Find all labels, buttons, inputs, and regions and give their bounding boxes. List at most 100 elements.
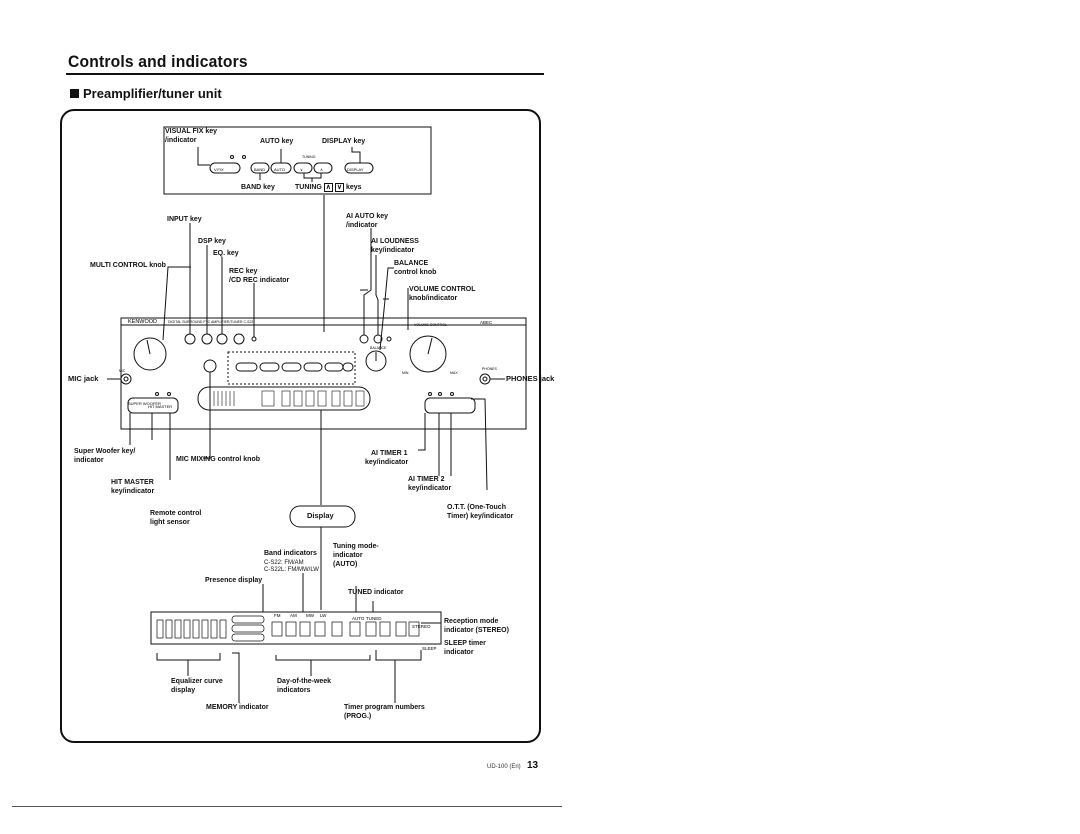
ai-auto-label: AI AUTO key bbox=[346, 213, 389, 220]
top-inset-box bbox=[163, 126, 432, 195]
mic-jack-label: MIC jack bbox=[68, 374, 99, 383]
mic-mixing-knob bbox=[203, 359, 217, 373]
display-bubble-label: Display bbox=[307, 511, 334, 520]
reception-label: Reception mode bbox=[444, 618, 499, 625]
display-button bbox=[344, 162, 374, 174]
balance-knob bbox=[365, 350, 387, 372]
tuning-up-icon: ∧ bbox=[323, 183, 333, 192]
ai-auto-sub: /indicator bbox=[346, 222, 378, 229]
super-woofer-label: Super Woofer key/ bbox=[74, 448, 136, 455]
phones-jack bbox=[479, 373, 491, 385]
svg-text:V.FIX: V.FIX bbox=[214, 167, 224, 172]
svg-text:ABEC: ABEC bbox=[480, 320, 493, 325]
svg-text:SUPER WOOFER: SUPER WOOFER bbox=[128, 401, 161, 406]
hit-master-label: HIT MASTER bbox=[111, 479, 154, 486]
svg-text:TUNED: TUNED bbox=[366, 616, 382, 621]
cd-rec-label: /CD REC indicator bbox=[229, 277, 290, 284]
visual-fix-sub: /indicator bbox=[165, 137, 197, 144]
tuning-mode-sub: indicator bbox=[333, 552, 363, 559]
svg-text:∨: ∨ bbox=[300, 167, 303, 172]
balance-label: BALANCE bbox=[394, 260, 429, 267]
svg-text:AUTO: AUTO bbox=[352, 616, 365, 621]
volume-knob bbox=[409, 335, 447, 373]
section-heading-text: Preamplifier/tuner unit bbox=[83, 86, 222, 101]
timer-prog-label: Timer program numbers bbox=[344, 704, 425, 711]
diagram-frame bbox=[60, 109, 541, 743]
hit-master-sub: key/indicator bbox=[111, 488, 155, 495]
sleep-sub: indicator bbox=[444, 649, 474, 656]
dsp-key-label: DSP key bbox=[198, 238, 226, 245]
svg-text:PHONES: PHONES bbox=[482, 367, 497, 371]
band-c522-label: C-S22: FM/AM bbox=[264, 560, 304, 566]
tuning-area bbox=[227, 351, 356, 385]
eq-key-label: EQ. key bbox=[213, 250, 239, 257]
ai-timer1-sub: key/indicator bbox=[365, 459, 409, 466]
ai-loudness-sub: key/indicator bbox=[371, 247, 415, 254]
memory-label: MEMORY indicator bbox=[206, 704, 269, 711]
svg-text:STEREO: STEREO bbox=[412, 624, 431, 629]
eq-curve-label: Equalizer curve bbox=[171, 678, 223, 685]
tuning-mode-auto: (AUTO) bbox=[333, 561, 358, 568]
band-c522l-label: C-S22L: FM/MW/LW bbox=[264, 567, 319, 573]
brand-text: KENWOOD bbox=[128, 319, 157, 325]
band-indicators-label: Band indicators bbox=[264, 550, 317, 557]
input-key-label: INPUT key bbox=[167, 216, 202, 223]
vfix-button bbox=[209, 162, 241, 174]
svg-text:AM: AM bbox=[290, 613, 297, 618]
svg-text:DIGITAL SURROUND FTC AMPLIFIER: DIGITAL SURROUND FTC AMPLIFIER/TUNER C-S… bbox=[168, 320, 253, 324]
tuning-keys-label: TUNING ∧ ∨ keys bbox=[295, 183, 362, 192]
super-woofer-sub: indicator bbox=[74, 457, 104, 464]
visual-fix-label: VISUAL FIX key bbox=[165, 128, 218, 135]
multi-control-knob bbox=[133, 337, 167, 371]
tuning-down-button bbox=[293, 162, 313, 174]
input-button bbox=[184, 333, 196, 345]
title-rule bbox=[66, 73, 544, 75]
ott-label: O.T.T. (One-Touch bbox=[447, 504, 506, 511]
ai-timer2-sub: key/indicator bbox=[408, 485, 452, 492]
display-panel bbox=[150, 611, 442, 645]
remote-sensor-sub: light sensor bbox=[150, 519, 190, 526]
volume-label: VOLUME CONTROL bbox=[409, 286, 476, 293]
unit-body bbox=[120, 317, 527, 430]
sleep-label: SLEEP timer bbox=[444, 640, 486, 647]
phones-jack-label: PHONES jack bbox=[506, 374, 555, 383]
multi-control-label: MULTI CONTROL knob bbox=[90, 262, 166, 269]
ott-sub: Timer) key/indicator bbox=[447, 513, 514, 520]
page-title: Controls and indicators bbox=[68, 52, 248, 71]
svg-text:FM: FM bbox=[274, 613, 281, 618]
svg-text:∧: ∧ bbox=[320, 167, 323, 172]
svg-text:DISPLAY: DISPLAY bbox=[347, 167, 364, 172]
svg-text:MIC: MIC bbox=[119, 369, 126, 373]
rec-key-label: REC key bbox=[229, 268, 258, 275]
band-key-label: BAND key bbox=[241, 184, 275, 191]
day-week-sub: indicators bbox=[277, 687, 311, 694]
balance-sub: control knob bbox=[394, 269, 437, 276]
svg-text:MAX: MAX bbox=[450, 371, 458, 375]
tuning-down-icon: ∨ bbox=[334, 183, 344, 192]
section-heading: Preamplifier/tuner unit bbox=[70, 86, 222, 101]
ai-timer2-label: AI TIMER 2 bbox=[408, 476, 445, 483]
keys-suffix-text: keys bbox=[345, 184, 362, 191]
display-bubble bbox=[289, 505, 356, 528]
tuning-up-button bbox=[313, 162, 333, 174]
mic-jack bbox=[120, 373, 132, 385]
remote-sensor-label: Remote control bbox=[150, 510, 202, 517]
timer-prog-sub: (PROG.) bbox=[344, 713, 372, 720]
tuning-keys-text: TUNING bbox=[295, 184, 322, 191]
ai-timer1-label: AI TIMER 1 bbox=[371, 450, 408, 457]
svg-text:AUTO: AUTO bbox=[274, 167, 285, 172]
svg-text:TUNING: TUNING bbox=[302, 155, 316, 159]
svg-text:BAND: BAND bbox=[254, 167, 265, 172]
bottom-rule bbox=[12, 806, 562, 807]
tuning-mode-label: Tuning mode- bbox=[333, 543, 379, 550]
display-window bbox=[197, 386, 371, 411]
bullet-square-icon bbox=[70, 89, 79, 98]
svg-text:BALANCE: BALANCE bbox=[370, 346, 387, 350]
volume-sub: knob/indicator bbox=[409, 295, 458, 302]
day-week-label: Day-of-the-week bbox=[277, 678, 332, 685]
svg-text:VOLUME CONTROL: VOLUME CONTROL bbox=[414, 323, 447, 327]
reception-sub: indicator (STEREO) bbox=[444, 627, 509, 634]
svg-text:SLEEP: SLEEP bbox=[422, 646, 437, 651]
svg-text:LW: LW bbox=[320, 613, 327, 618]
